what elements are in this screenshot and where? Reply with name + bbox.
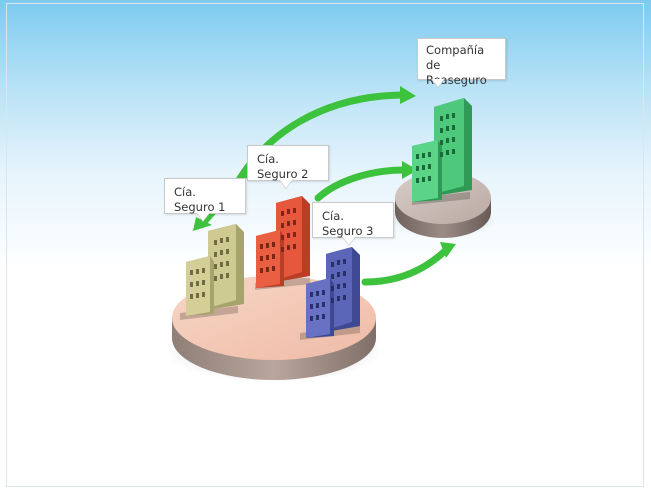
callout-seguro2-label: Cía. Seguro 2 <box>257 152 309 181</box>
arrowhead-icon <box>440 242 456 258</box>
callout-seguro3: Cía. Seguro 3 <box>312 202 394 246</box>
callout-reaseguro-line1: Compañía de <box>426 43 485 72</box>
arrow-seguro2-to-reaseguro <box>314 166 408 202</box>
arrowhead-icon <box>400 86 416 104</box>
arrowhead-icon <box>402 161 418 179</box>
callout-reaseguro: Compañía de Reaseguro <box>417 38 506 88</box>
callout-reaseguro-line2: Reaseguro <box>426 73 487 87</box>
building-seguro1-icon <box>180 224 244 320</box>
arrow-seguro3-to-reaseguro <box>361 246 450 286</box>
building-seguro3-icon <box>300 247 360 340</box>
diagram-frame <box>6 3 644 487</box>
building-seguro2-icon <box>255 196 310 290</box>
callout-seguro1-label: Cía. Seguro 1 <box>174 185 226 214</box>
callout-seguro3-label: Cía. Seguro 3 <box>322 209 374 238</box>
building-reaseguro-icon <box>412 98 472 205</box>
callout-seguro2: Cía. Seguro 2 <box>247 145 329 189</box>
callout-seguro1: Cía. Seguro 1 <box>164 178 246 222</box>
